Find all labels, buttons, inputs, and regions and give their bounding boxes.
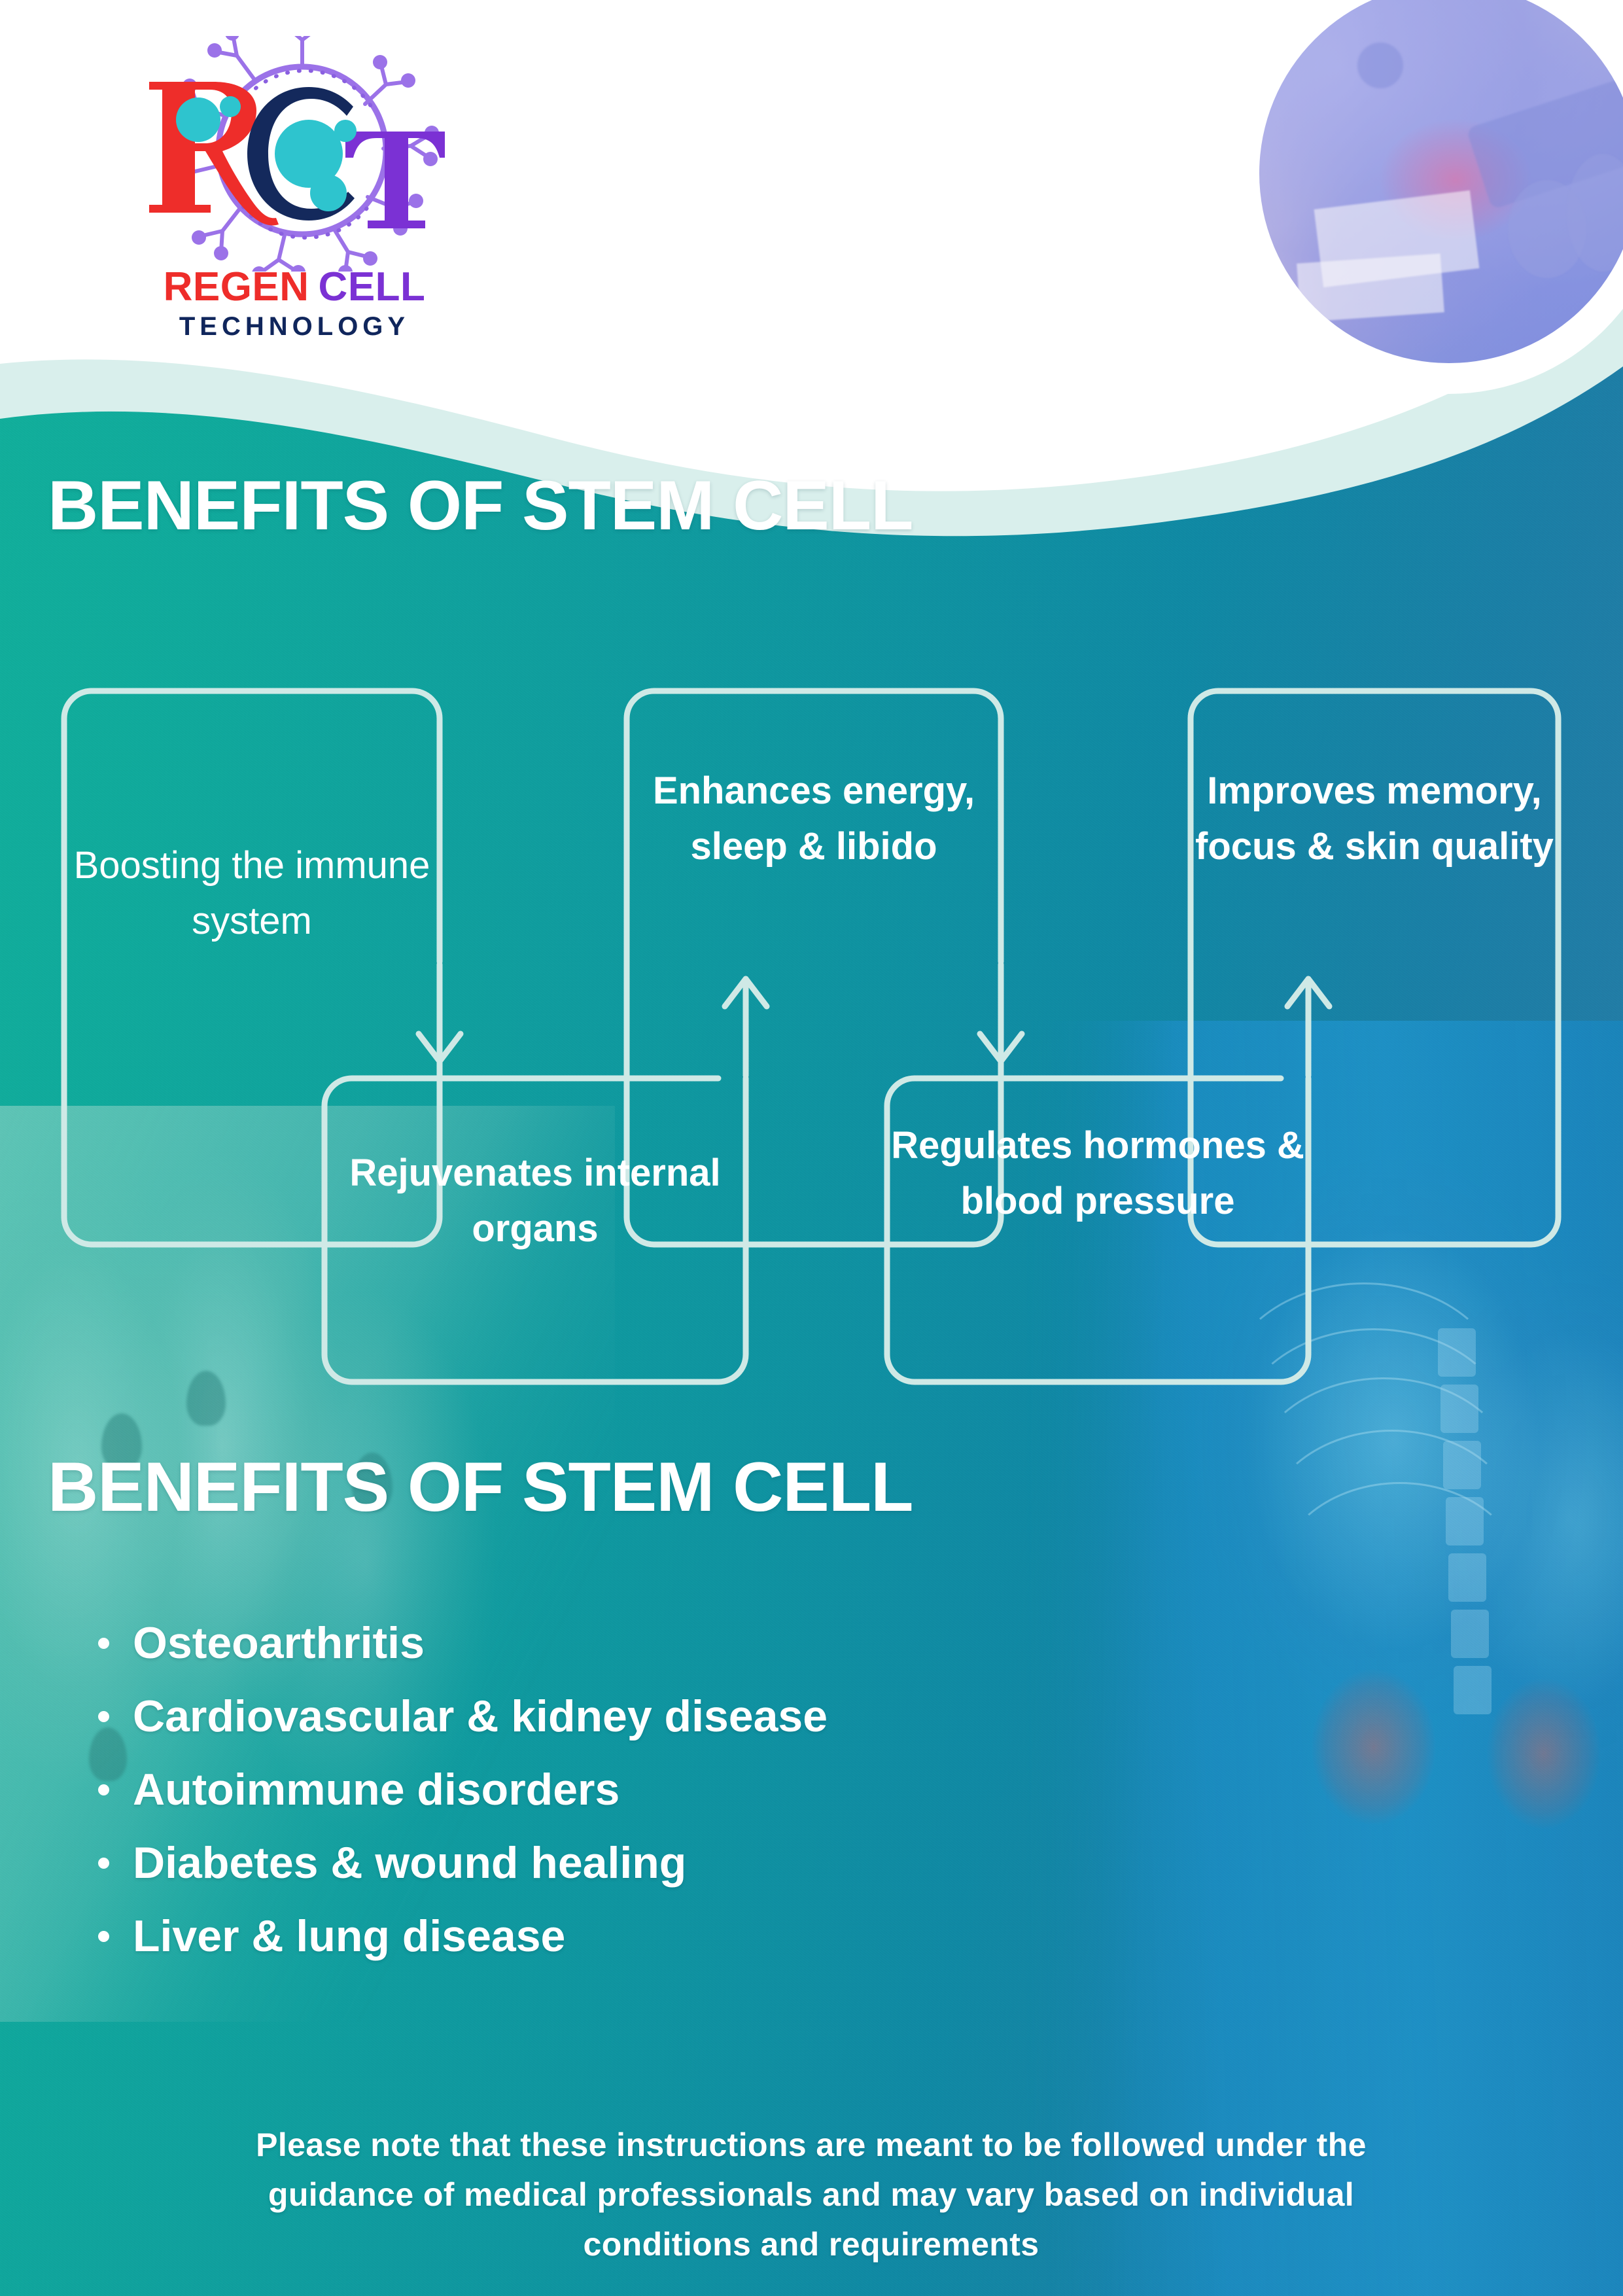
flow-box-organs: Rejuvenates internal organs xyxy=(349,1152,721,1250)
laboratory-microscope-photo xyxy=(1259,0,1623,363)
list-item: Liver & lung disease xyxy=(98,1899,1341,1973)
disclaimer-note: Please note that these instructions are … xyxy=(85,2120,1537,2269)
bullet-dot-icon xyxy=(98,1637,109,1649)
bullet-dot-icon xyxy=(98,1857,109,1869)
flow-box-hormones: Regulates hormones & blood pressure xyxy=(891,1124,1304,1223)
list-item-label: Diabetes & wound healing xyxy=(133,1838,687,1888)
bullet-dot-icon xyxy=(98,1784,109,1795)
list-item: Autoimmune disorders xyxy=(98,1753,1341,1826)
disclaimer-line-1: Please note that these instructions are … xyxy=(256,2127,1367,2163)
page-title-secondary: BENEFITS OF STEM CELL xyxy=(48,1447,913,1526)
page-title-primary: BENEFITS OF STEM CELL xyxy=(48,466,913,544)
list-item-label: Autoimmune disorders xyxy=(133,1765,620,1814)
list-item-label: Osteoarthritis xyxy=(133,1618,425,1668)
disclaimer-line-2: guidance of medical professionals and ma… xyxy=(268,2176,1355,2213)
anatomical-torso-xray-photo xyxy=(1027,1021,1623,2296)
list-item: Osteoarthritis xyxy=(98,1606,1341,1680)
bullet-dot-icon xyxy=(98,1930,109,1942)
list-item-label: Liver & lung disease xyxy=(133,1911,566,1961)
flow-box-energy: Enhances energy, sleep & libido xyxy=(652,769,975,868)
disclaimer-line-3: conditions and requirements xyxy=(583,2226,1039,2263)
brand-name-cell: CELL xyxy=(318,264,426,309)
benefits-flow-diagram: Boosting the immune system Enhances ener… xyxy=(0,641,1623,1426)
list-item: Diabetes & wound healing xyxy=(98,1826,1341,1899)
flow-box-immune: Boosting the immune system xyxy=(73,844,430,943)
praying-hands-photo xyxy=(0,1106,615,2022)
brand-tagline: TECHNOLOGY xyxy=(179,312,410,341)
list-item: Cardiovascular & kidney disease xyxy=(98,1680,1341,1753)
rct-monogram-icon xyxy=(137,18,447,281)
conditions-list: Osteoarthritis Cardiovascular & kidney d… xyxy=(98,1606,1341,1973)
bullet-dot-icon xyxy=(98,1710,109,1722)
flow-connectors xyxy=(61,688,1562,1385)
list-item-label: Cardiovascular & kidney disease xyxy=(133,1691,828,1741)
flow-box-memory: Improves memory, focus & skin quality xyxy=(1195,769,1554,868)
brand-name-regen: REGEN xyxy=(163,264,309,309)
